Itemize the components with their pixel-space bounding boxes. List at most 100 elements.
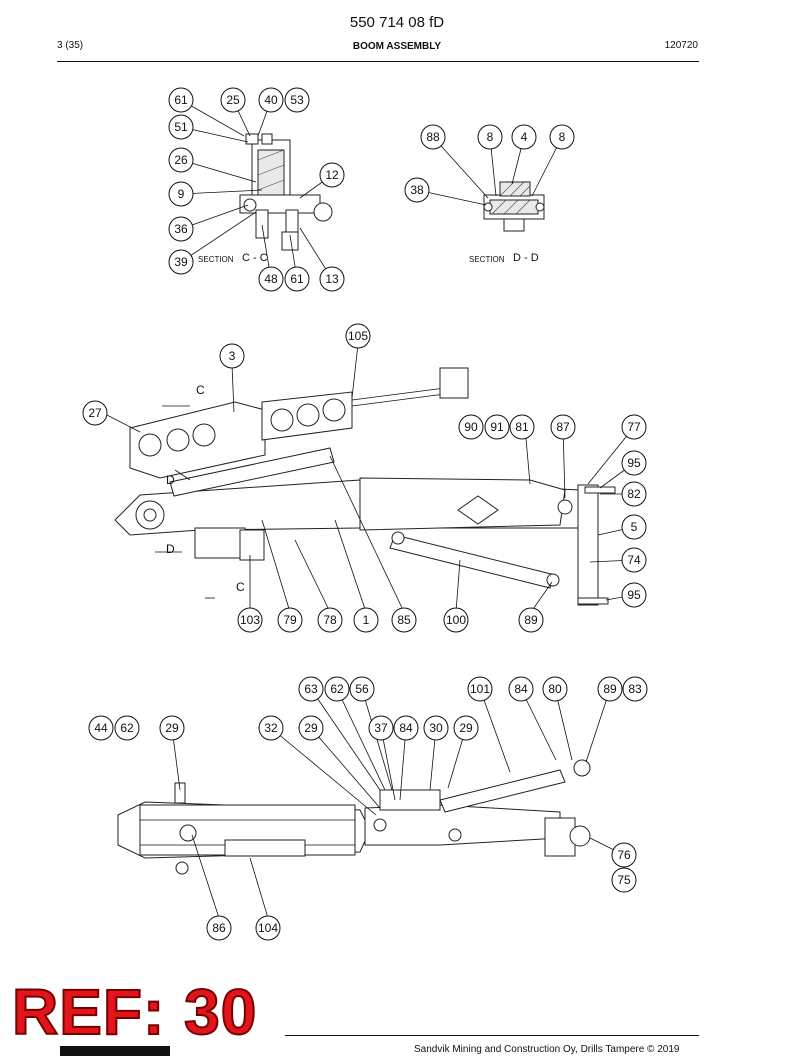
callout-63: 63	[298, 676, 324, 702]
callout-48: 48	[258, 266, 284, 292]
footer-copyright: Sandvik Mining and Construction Oy, Dril…	[414, 1044, 680, 1055]
svg-text:89: 89	[603, 682, 617, 696]
svg-text:79: 79	[283, 613, 297, 627]
callout-80: 80	[542, 676, 568, 702]
section-dd-label: D - D	[513, 252, 539, 264]
callout-75: 75	[611, 867, 637, 893]
svg-text:13: 13	[325, 272, 339, 286]
callout-89b: 89	[597, 676, 623, 702]
svg-text:27: 27	[88, 406, 102, 420]
svg-text:29: 29	[304, 721, 318, 735]
svg-text:61: 61	[174, 93, 188, 107]
svg-text:29: 29	[459, 721, 473, 735]
callout-8: 8	[477, 124, 503, 150]
callout-53: 53	[284, 87, 310, 113]
svg-text:5: 5	[631, 520, 638, 534]
svg-text:29: 29	[165, 721, 179, 735]
svg-text:77: 77	[627, 420, 641, 434]
top-view-drawing	[117, 759, 591, 875]
callout-87: 87	[550, 414, 576, 440]
svg-text:87: 87	[556, 420, 570, 434]
section-cc-label: C - C	[242, 252, 268, 264]
callout-51: 51	[168, 114, 194, 140]
callout-4: 4	[511, 124, 537, 150]
section-cc-word: SECTION	[198, 255, 234, 264]
callout-62b: 62	[114, 715, 140, 741]
callout-9: 9	[168, 181, 194, 207]
cut-c-bottom: C	[236, 580, 245, 594]
callout-30: 30	[423, 715, 449, 741]
callout-12: 12	[319, 162, 345, 188]
callout-89: 89	[518, 607, 544, 633]
cut-d-bottom: D	[166, 542, 175, 556]
svg-text:12: 12	[325, 168, 339, 182]
callout-77: 77	[621, 414, 647, 440]
svg-text:40: 40	[264, 93, 278, 107]
callout-37: 37	[368, 715, 394, 741]
side-view-cut-marks: C D D C	[155, 383, 245, 599]
svg-text:82: 82	[627, 487, 641, 501]
callout-39: 39	[168, 249, 194, 275]
svg-text:103: 103	[240, 613, 260, 627]
callout-86: 86	[206, 915, 232, 941]
page-number: 3 (35)	[57, 40, 84, 51]
svg-text:104: 104	[258, 921, 278, 935]
callout-32: 32	[258, 715, 284, 741]
brand-logo-strip	[60, 1046, 170, 1056]
callout-95b: 95	[621, 582, 647, 608]
callout-25: 25	[220, 87, 246, 113]
svg-text:89: 89	[524, 613, 538, 627]
callout-83: 83	[622, 676, 648, 702]
svg-text:95: 95	[627, 588, 641, 602]
svg-text:48: 48	[264, 272, 278, 286]
svg-text:105: 105	[348, 329, 368, 343]
svg-text:84: 84	[399, 721, 413, 735]
callout-104: 104	[255, 915, 281, 941]
svg-text:61: 61	[290, 272, 304, 286]
svg-text:8: 8	[487, 130, 494, 144]
header-rule	[57, 61, 699, 62]
svg-text:25: 25	[226, 93, 240, 107]
callout-82: 82	[621, 481, 647, 507]
callout-38: 38	[404, 177, 430, 203]
svg-text:78: 78	[323, 613, 337, 627]
svg-text:100: 100	[446, 613, 466, 627]
callout-26: 26	[168, 147, 194, 173]
callout-44: 44	[88, 715, 114, 741]
side-view-drawing	[114, 367, 616, 606]
document-number: 550 714 08 fD	[349, 14, 445, 31]
svg-text:37: 37	[374, 721, 388, 735]
page-title: BOOM ASSEMBLY	[352, 41, 442, 52]
svg-text:88: 88	[426, 130, 440, 144]
callout-29b: 29	[298, 715, 324, 741]
callout-90: 90	[458, 414, 484, 440]
svg-text:30: 30	[429, 721, 443, 735]
callout-91: 91	[484, 414, 510, 440]
callout-81: 81	[509, 414, 535, 440]
svg-text:1: 1	[363, 613, 370, 627]
svg-text:38: 38	[410, 183, 424, 197]
section-dd-drawing	[483, 181, 545, 232]
svg-text:90: 90	[464, 420, 478, 434]
svg-text:53: 53	[290, 93, 304, 107]
svg-text:63: 63	[304, 682, 318, 696]
callout-56: 56	[349, 676, 375, 702]
svg-text:76: 76	[617, 848, 631, 862]
callout-100: 100	[443, 607, 469, 633]
callout-85: 85	[391, 607, 417, 633]
callout-84b: 84	[393, 715, 419, 741]
svg-text:62: 62	[330, 682, 344, 696]
svg-text:74: 74	[627, 553, 641, 567]
svg-text:51: 51	[174, 120, 188, 134]
date-code: 120720	[664, 40, 698, 51]
callout-84: 84	[508, 676, 534, 702]
callout-61: 61	[168, 87, 194, 113]
svg-text:85: 85	[397, 613, 411, 627]
svg-text:26: 26	[174, 153, 188, 167]
callout-27: 27	[82, 400, 108, 426]
callout-105: 105	[345, 323, 371, 349]
callout-101: 101	[467, 676, 493, 702]
callout-103: 103	[237, 607, 263, 633]
callout-78: 78	[317, 607, 343, 633]
